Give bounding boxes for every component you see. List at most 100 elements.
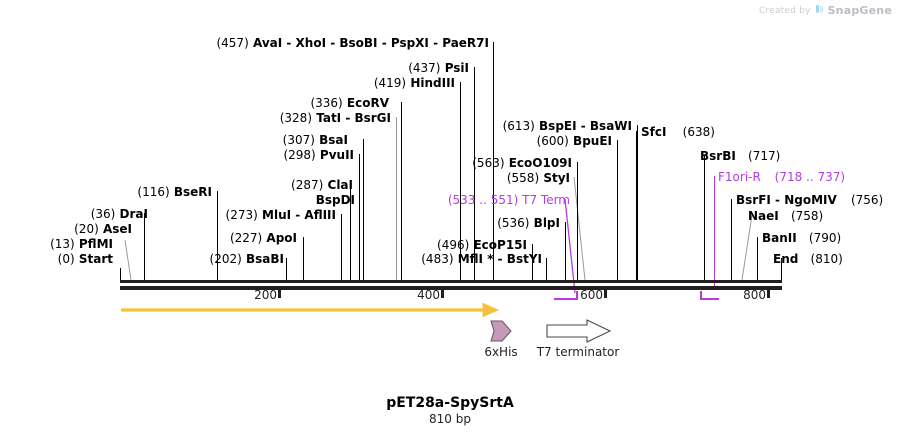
site-name: BspEI - BsaWI [539,119,632,133]
site-name: ApoI [266,231,297,245]
site-position: (336) [310,96,343,110]
plasmid-title: pET28a-SpySrtA [386,395,514,411]
leader-line-psii [474,67,475,280]
site-label-naei: NaeI (758) [748,210,823,223]
leader-line-bsrfi [731,199,732,280]
site-name: MflI * - BstYI [457,252,542,266]
site-label-end: End (810) [773,253,843,266]
site-position: (536) [497,216,530,230]
site-label-sfci: SfcI (638) [641,126,715,139]
site-label-mlui-afliii: (273) MluI - AflIII [226,209,336,222]
site-label-bspdi: BspDI [316,194,355,207]
leader-line-bsai [363,139,364,280]
leader-line-apoi [303,237,304,280]
feature-name: F1ori-R [718,170,761,184]
feature-caption-6xhis: 6xHis [484,345,518,359]
site-label-bsrbi: BsrBI (717) [700,150,780,163]
feature-label-f1ori-r: F1ori-R (718 .. 737) [718,171,845,184]
leader-line-mlui [341,214,342,280]
ruler-tick-400 [441,289,444,298]
site-label-start: (0) Start [58,253,113,266]
leader-line-sfci [636,131,637,280]
site-name: BspDI [315,193,355,207]
leader-line-blpi [565,222,566,280]
leader-line-ecoo109i [577,162,578,280]
feature-bracket-f1ori-r [700,291,719,300]
leader-line-clai [350,184,351,280]
site-label-clai: (287) ClaI [291,179,353,192]
site-label-drai: (36) DraI [91,208,148,221]
site-position: (36) [90,207,116,221]
site-name: StyI [543,171,570,185]
site-position: (13) [50,237,75,251]
site-position: (613) [502,119,535,133]
site-name: EcoO109I [508,156,572,170]
leader-line-pvuii [359,154,360,280]
site-position: (202) [209,252,242,266]
feature-caption-t7-terminator: T7 terminator [536,345,620,359]
site-label-blpi: (536) BlpI [497,217,560,230]
ruler-label-600: 600 [580,288,603,302]
site-position: (756) [850,193,884,207]
site-position: (419) [373,76,407,90]
site-label-bsai: (307) BsaI [283,134,348,147]
site-name: BsrBI [700,149,736,163]
leader-line-bsrbi [704,155,705,280]
site-name: SfcI [641,125,667,139]
feature-glyph-t7-terminator [546,319,612,343]
site-label-styi: (558) StyI [507,172,570,185]
watermark-brand: SnapGene [827,4,892,17]
site-name: BseRI [173,185,212,199]
site-position: (298) [283,148,316,162]
site-label-bsrfi-ngomiv: BsrFI - NgoMIV (756) [736,194,883,207]
site-label-bsabi: (202) BsaBI [210,253,284,266]
site-name: BsaBI [246,252,284,266]
site-label-ecop15i: (496) EcoP15I [437,239,527,252]
site-name: DraI [119,207,148,221]
leader-line-tati [396,117,397,280]
feature-glyph-6xhis [490,320,512,342]
leader-line-avai [493,42,494,280]
site-position: (496) [437,238,470,252]
site-position: (600) [536,134,569,148]
site-position: (638) [682,125,715,139]
ruler-label-400: 400 [417,288,440,302]
site-name: MluI - AflIII [262,208,336,222]
leader-line-ecorv [401,102,402,280]
site-label-ecorv: (336) EcoRV [310,97,389,110]
feature-label-t7-term: (533 .. 551) T7 Term [448,194,570,207]
orf-arrow-spysrta [121,302,500,318]
site-position: (758) [790,209,824,223]
leader-line-ecop15i [532,244,533,280]
site-name: BsrFI - NgoMIV [736,193,837,207]
site-position: (287) [291,178,324,192]
site-position: (20) [74,222,99,236]
site-label-hindiii: (419) HindIII [374,77,455,90]
site-label-bseri: (116) BseRI [137,186,212,199]
site-label-bpuei: (600) BpuEI [537,135,612,148]
site-name: AvaI - XhoI - BsoBI - PspXI - PaeR7I [252,36,489,50]
site-label-bspei-bsawi: (613) BspEI - BsaWI [503,120,632,133]
leader-line-bpuei [617,140,618,280]
leader-line-f1ori [714,176,716,286]
site-label-tati-bsrgi: (328) TatI - BsrGI [280,112,391,125]
site-name: BsaI [319,133,348,147]
site-position: (790) [808,231,842,245]
site-label-asei: (20) AseI [74,223,132,236]
plasmid-length: 810 bp [429,412,471,426]
site-name: PflMI [78,237,113,251]
site-label-ecoo109i: (563) EcoO109I [472,157,572,170]
site-label-avai-group: (457) AvaI - XhoI - BsoBI - PspXI - PaeR… [216,37,489,50]
feature-name: T7 Term [522,193,570,207]
leader-line-end [781,258,782,280]
leader-line-bseri [217,191,218,280]
site-name: BpuEI [573,134,612,148]
site-name: HindIII [410,76,455,90]
leader-line-pflmi [120,268,121,280]
ruler-tick-200 [278,289,281,298]
ruler-label-800: 800 [743,288,766,302]
site-label-pvuii: (298) PvuII [283,149,354,162]
site-name: TatI - BsrGI [316,111,391,125]
site-label-pflmi: (13) PflMI [50,238,113,251]
